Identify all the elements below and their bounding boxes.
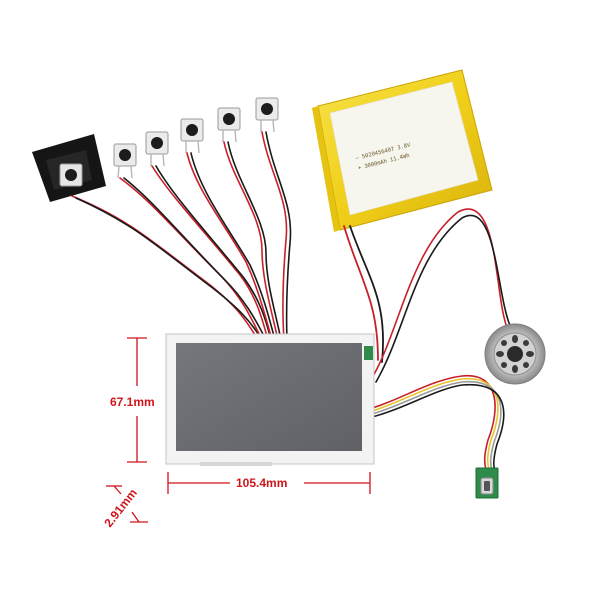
lcd-display (165, 333, 375, 466)
speaker-wires (371, 208, 513, 383)
tactile-button-2 (145, 131, 169, 167)
tactile-button-1 (113, 143, 137, 179)
tactile-button-4 (217, 107, 241, 143)
tactile-button-5 (255, 97, 279, 133)
lipo-battery: — 5020456407 3.8V + 3000mAh 11.4Wh (312, 69, 493, 232)
speaker (484, 323, 546, 385)
bracket-button (32, 134, 106, 202)
button-modules (32, 97, 279, 202)
button-wires (71, 131, 292, 341)
width-dimension (167, 472, 371, 494)
thickness-dimension (106, 485, 148, 523)
height-label: 67.1mm (110, 395, 155, 409)
battery-wires (343, 225, 384, 363)
usb-wires (371, 375, 505, 471)
usb-c-board (475, 467, 499, 499)
tactile-button-3 (180, 118, 204, 154)
height-dimension (127, 337, 147, 463)
width-label: 105.4mm (236, 476, 287, 490)
